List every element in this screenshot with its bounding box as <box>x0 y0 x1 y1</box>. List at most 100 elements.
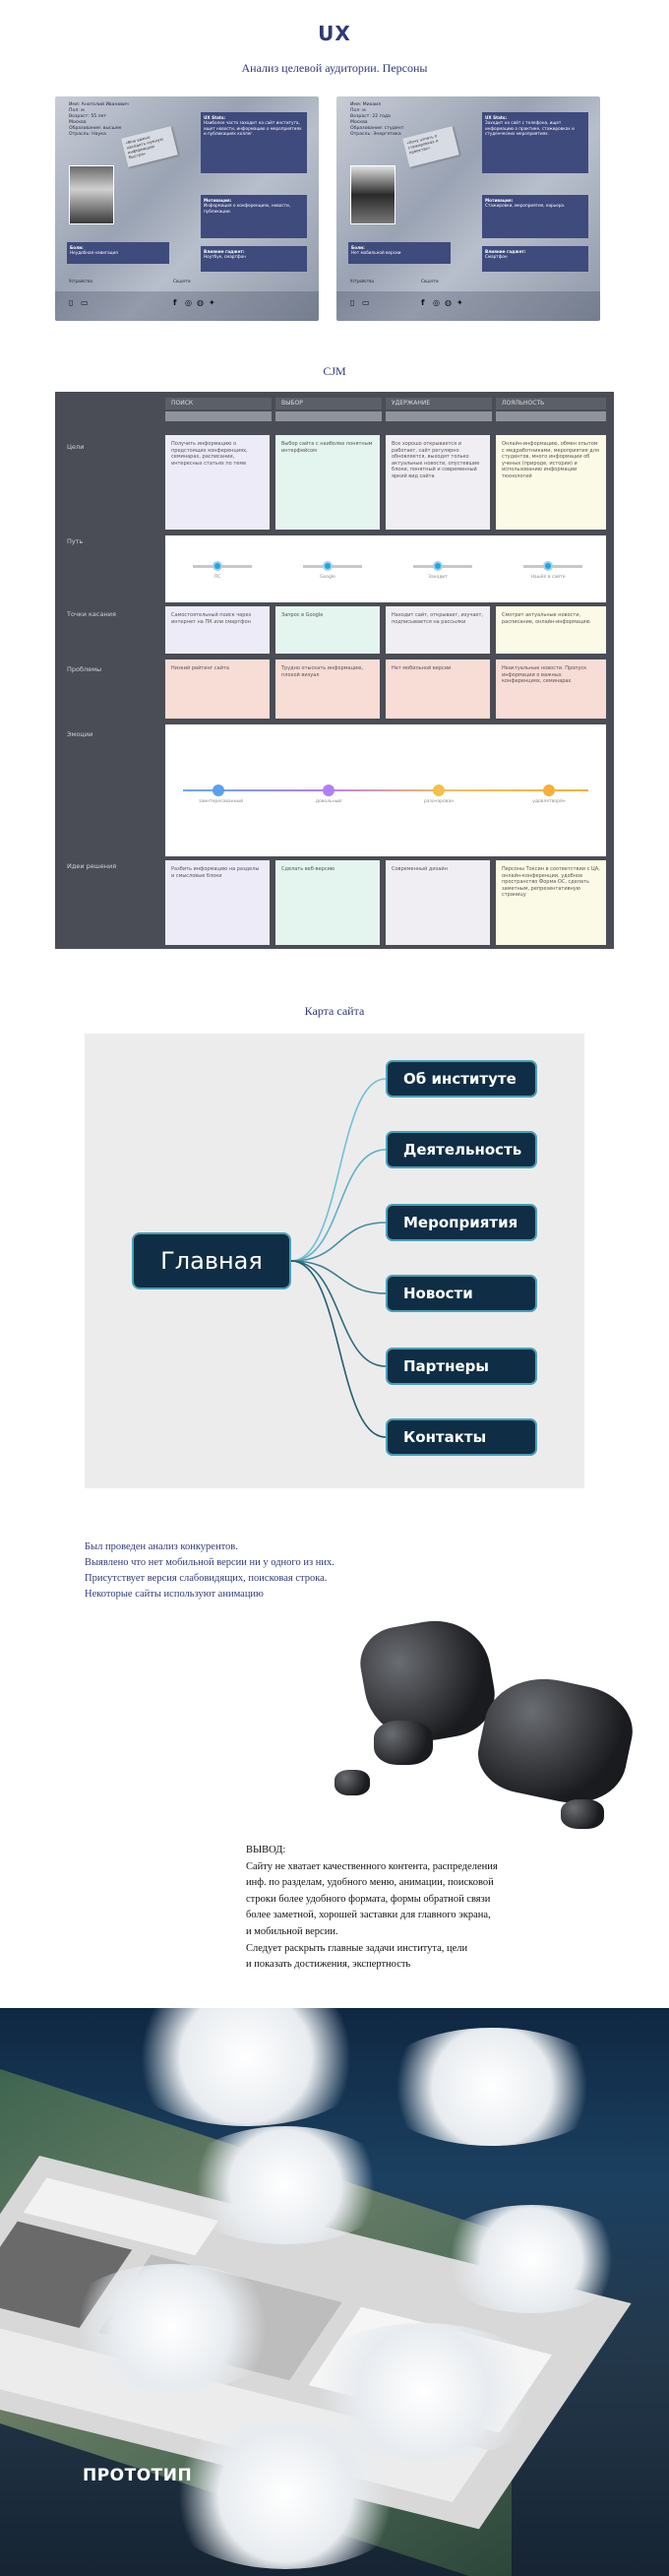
path-arrow <box>193 565 252 568</box>
path-step-dot <box>213 561 222 571</box>
persona-info: Имя: Анатолий Иванович Пол: м Возраст: 5… <box>69 102 129 137</box>
persona-pains-box: Боли:Неудобная навигация <box>67 242 169 264</box>
cloud <box>374 2028 610 2146</box>
phone-icon: ▯ <box>350 298 355 307</box>
cjm-cell: Неактуальные новости. Пропуск информации… <box>496 660 606 719</box>
cloud <box>157 2421 413 2569</box>
cjm-phase-bar <box>275 411 382 421</box>
emotion-label: разочарован <box>423 799 455 804</box>
emotion-sad-icon <box>433 785 445 796</box>
persona-pains-box: Боли:Нет мобильной версии <box>348 242 451 264</box>
coal-image <box>334 1611 640 1839</box>
persona-photo <box>350 165 395 224</box>
cjm-cell: Низкий рейтинг сайта <box>165 660 270 719</box>
cjm-cell: Все хорошо открывается и работает, сайт … <box>386 435 490 530</box>
prototype-banner <box>0 2008 669 2576</box>
devices-label: Устройства <box>69 279 92 283</box>
cloud <box>177 2126 394 2244</box>
emotion-happy-icon <box>543 785 555 796</box>
cjm-row-label: Цели <box>67 443 85 451</box>
path-step-dot <box>323 561 333 571</box>
path-step-label: ПС <box>213 575 221 580</box>
cjm-row-label: Точки касания <box>67 610 116 618</box>
cjm-cell: Смотрит актуальные новости, расписание, … <box>496 606 606 654</box>
persona-gadgets-box: Влияние гаджет:Смартфон <box>482 246 588 272</box>
cjm-row-label: Проблемы <box>67 665 102 673</box>
sitemap-node-contacts: Контакты <box>386 1418 537 1456</box>
cjm-cell: Запрос в Google <box>275 606 380 654</box>
path-arrow <box>523 565 582 568</box>
cjm-cell: Самостоятельный поиск через интернет на … <box>165 606 270 654</box>
cjm-phase: ЛОЯЛЬНОСТЬ <box>496 398 606 409</box>
sitemap-node-partners: Партнеры <box>386 1348 537 1385</box>
instagram-icon: ◎ <box>433 298 440 307</box>
sitemap-node-events: Мероприятия <box>386 1204 537 1241</box>
cjm-row-label: Путь <box>67 537 84 545</box>
sitemap-node-about: Об институте <box>386 1060 537 1098</box>
persona-info: Имя: Михаил Пол: м Возраст: 22 года Моск… <box>350 102 404 137</box>
persona-footer <box>55 291 319 321</box>
emotion-curve <box>183 789 588 791</box>
cjm-cell: Онлайн-информацию, обмен опытом с медраб… <box>496 435 606 530</box>
persona-card: Имя: Анатолий Иванович Пол: м Возраст: 5… <box>55 96 319 321</box>
cjm-phase-bar <box>165 411 272 421</box>
cjm-phase: ВЫБОР <box>275 398 382 409</box>
cjm-cell: Современный дизайн <box>386 860 490 945</box>
cjm-cell: Получить информацию о предстоящих конфер… <box>165 435 270 530</box>
emotion-neutral-icon <box>323 785 334 796</box>
sitemap-node-news: Новости <box>386 1275 537 1312</box>
cjm-row-label: Эмоции <box>67 730 93 738</box>
emotion-label: заинтересованный <box>199 799 244 804</box>
persona-stats-box: UX Stats:Наиболее часто заходит на сайт … <box>201 112 307 173</box>
devices-label: Устройства <box>350 279 374 283</box>
path-step-label: Заходит <box>428 575 448 580</box>
facebook-icon: f <box>173 298 177 307</box>
competitor-analysis: Был проведен анализ конкурентов. Выявлен… <box>85 1541 334 1600</box>
cjm-phase-bar <box>386 411 492 421</box>
sitemap-connectors <box>290 1078 387 1438</box>
path-step-label: Google <box>320 575 335 580</box>
sitemap-main-node: Главная <box>132 1232 291 1289</box>
cloud <box>118 2008 374 2126</box>
cjm-cell: Находит сайт, открывает, изучает, подпис… <box>386 606 490 654</box>
persona-photo <box>69 165 114 224</box>
path-arrow <box>413 565 472 568</box>
persona-gadgets-box: Влияние гаджет:Ноутбук, смартфон <box>201 246 307 272</box>
emotion-smile-icon <box>213 785 224 796</box>
path-step-label: Нашёл в сайте <box>530 575 566 580</box>
cjm-row-label: Идеи решения <box>67 862 117 870</box>
sitemap-diagram: Главная Об институте Деятельность Меропр… <box>85 1034 584 1488</box>
page-title: UX <box>318 22 351 45</box>
desktop-icon: ▭ <box>81 298 89 307</box>
cjm-cell: Выбор сайта с наиболее понятным интерфей… <box>275 435 380 530</box>
cloud <box>59 2264 285 2392</box>
cloud <box>433 2205 630 2313</box>
cjm-board: ПОИСК ВЫБОР УДЕРЖАНИЕ ЛОЯЛЬНОСТЬ Цели По… <box>55 392 614 949</box>
cjm-cell: Сделать веб-версию <box>275 860 380 945</box>
cjm-cell: Трудно отыскать информацию, плохой визуа… <box>275 660 380 719</box>
sitemap-title: Карта сайта <box>304 1004 365 1018</box>
prototype-label: ПРОТОТИП <box>83 2466 193 2485</box>
phone-icon: ▯ <box>69 298 74 307</box>
persona-card: Имя: Михаил Пол: м Возраст: 22 года Моск… <box>336 96 600 321</box>
persona-motivation-box: Мотивация:Стажировки, мероприятия, карье… <box>482 195 588 238</box>
instagram-icon: ◎ <box>185 298 192 307</box>
socials-label: Соцсети <box>173 279 191 283</box>
cjm-phase: ПОИСК <box>165 398 272 409</box>
facebook-icon: f <box>421 298 425 307</box>
cjm-path-band <box>165 535 606 602</box>
path-step-dot <box>543 561 553 571</box>
whatsapp-icon: ◍ <box>445 298 452 307</box>
cjm-phase: УДЕРЖАНИЕ <box>386 398 492 409</box>
desktop-icon: ▭ <box>362 298 370 307</box>
persona-footer <box>336 291 600 321</box>
persona-motivation-box: Мотивация:Информация о конференциях, нов… <box>201 195 307 238</box>
cjm-cell: Разбить информацию на разделы и смысловы… <box>165 860 270 945</box>
emotion-label: довольный <box>315 799 342 804</box>
twitter-icon: ✦ <box>456 298 463 307</box>
conclusion-text: ВЫВОД: Сайту не хватает качественного ко… <box>246 1845 498 1971</box>
emotion-label: удовлетворён <box>532 799 566 804</box>
sitemap-node-activity: Деятельность <box>386 1131 537 1168</box>
cjm-title: CJM <box>323 364 346 378</box>
socials-label: Соцсети <box>421 279 439 283</box>
